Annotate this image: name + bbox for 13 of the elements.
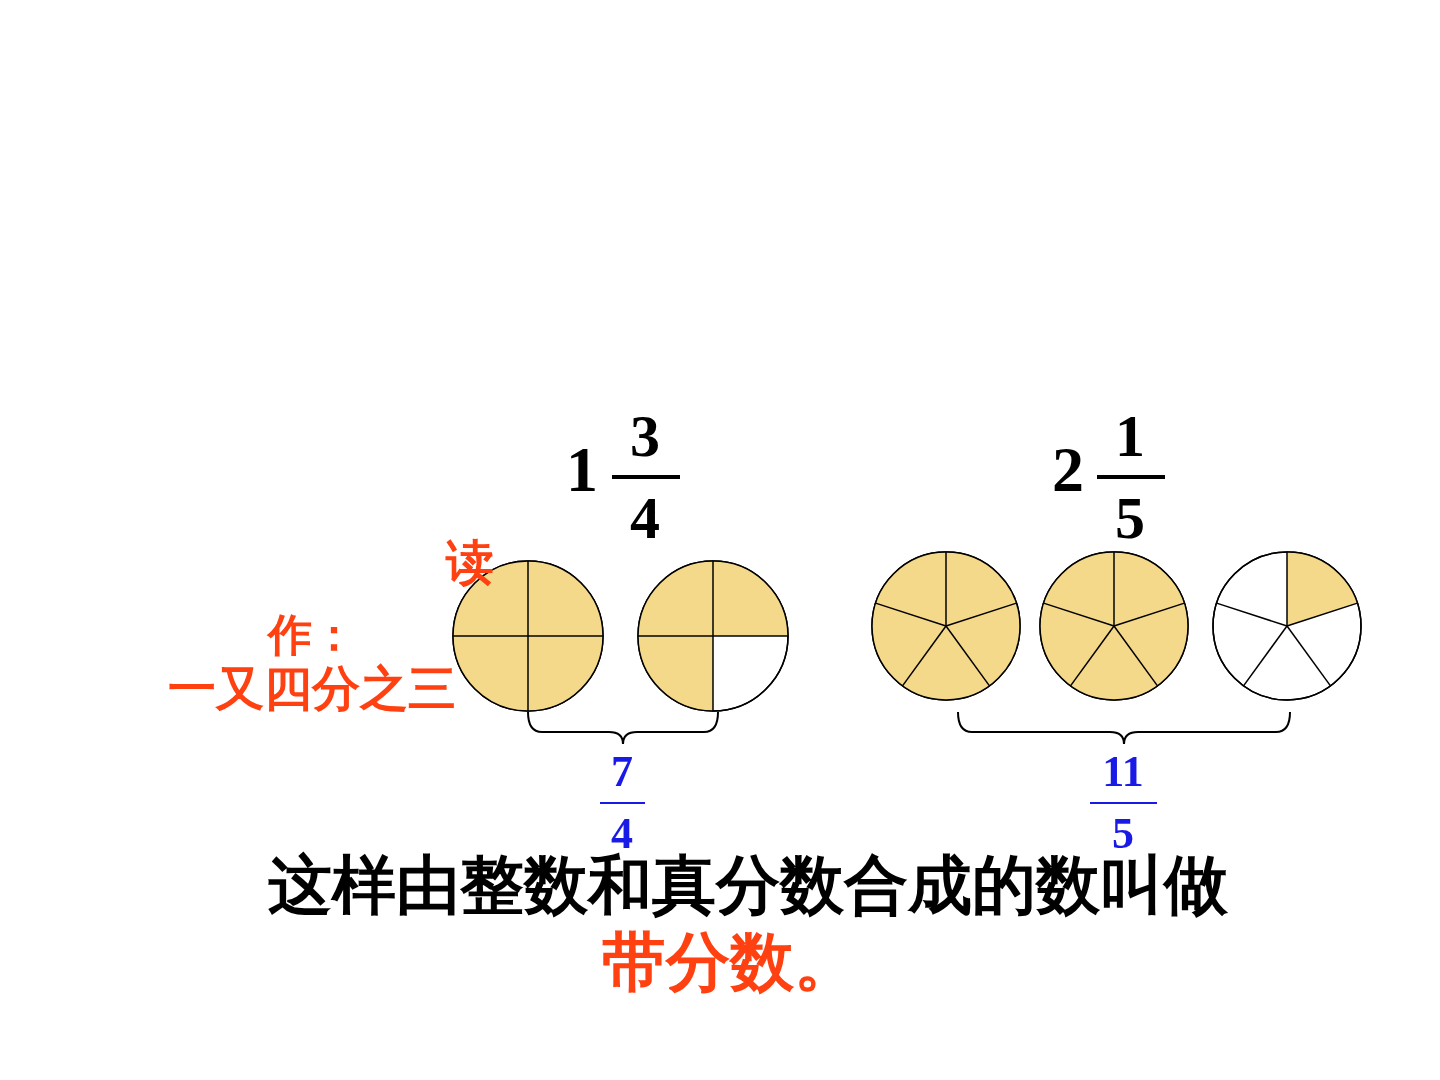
whole-number: 2 — [1052, 438, 1084, 502]
term-text: 带分数。 — [602, 930, 858, 994]
denominator: 4 — [630, 488, 660, 548]
numerator: 7 — [611, 750, 633, 794]
reading-text: 一又四分之三 — [168, 664, 456, 712]
numerator: 3 — [630, 406, 660, 466]
reading-label: 读 — [446, 538, 494, 586]
numerator: 1 — [1115, 406, 1145, 466]
whole-number: 1 — [566, 438, 598, 502]
numerator: 11 — [1102, 750, 1144, 794]
writing-label: 作： — [268, 613, 356, 657]
denominator: 5 — [1112, 812, 1134, 856]
denominator: 5 — [1115, 488, 1145, 548]
